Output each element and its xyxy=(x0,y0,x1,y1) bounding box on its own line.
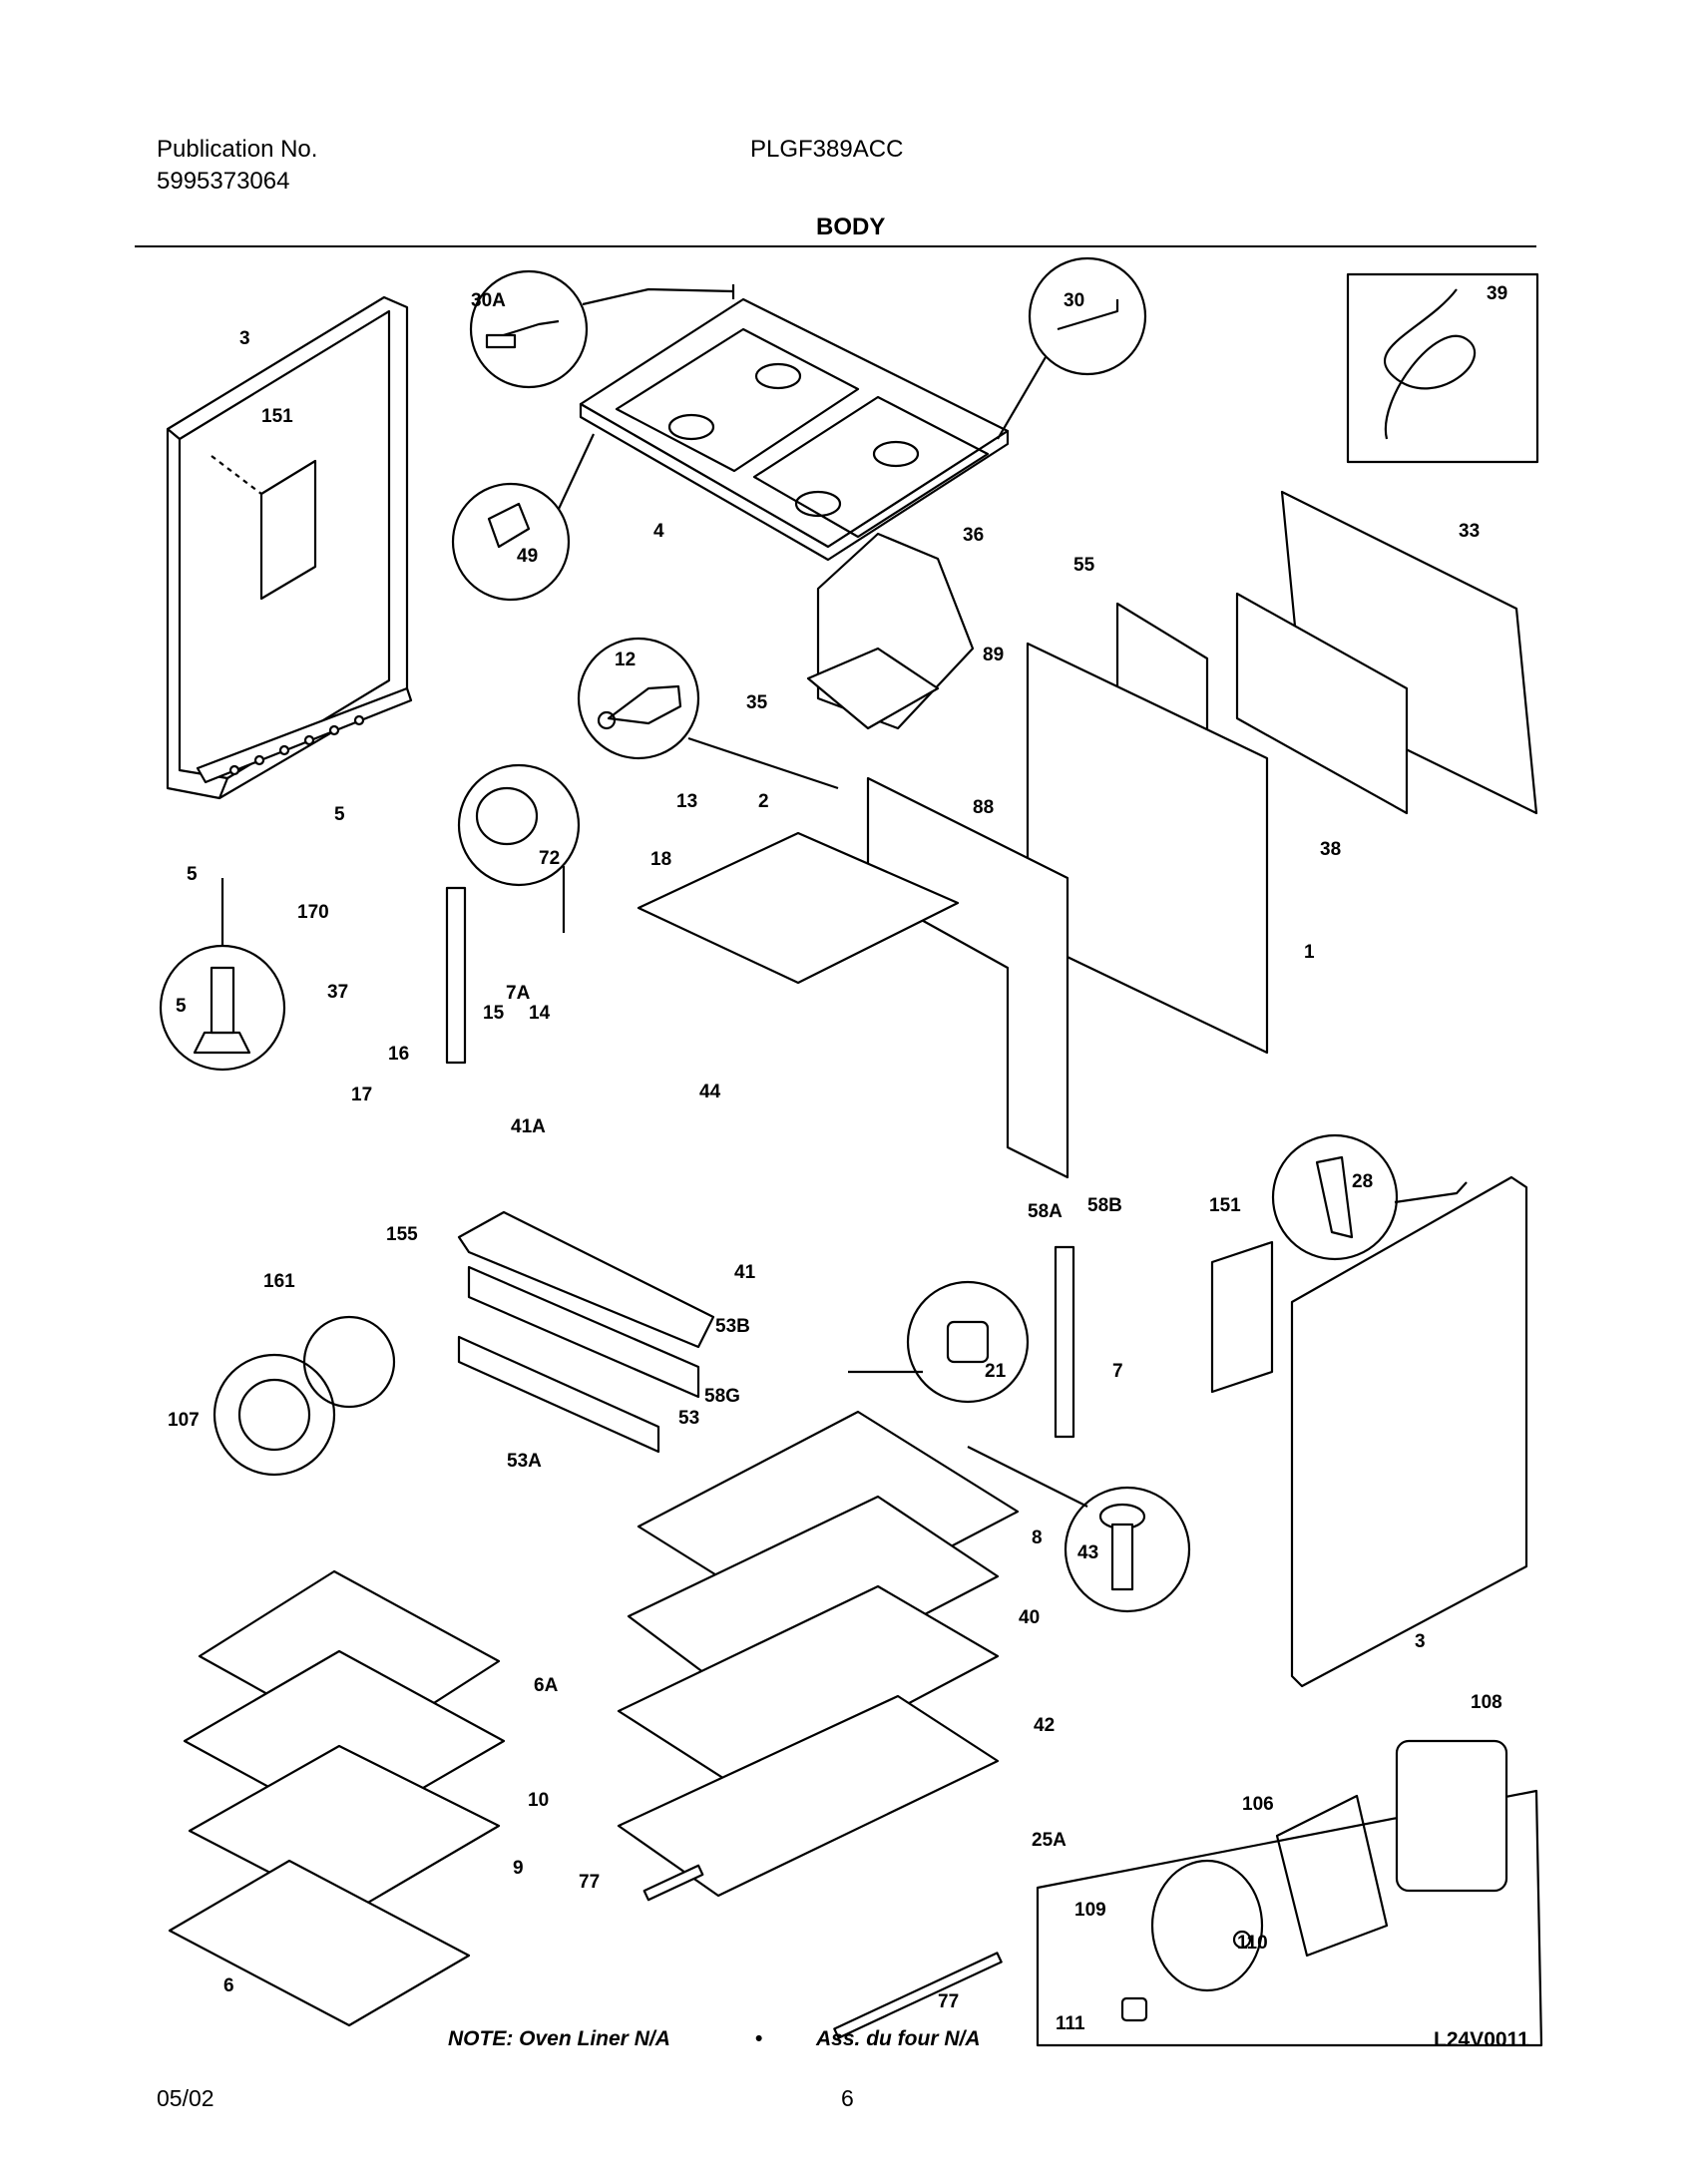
footer-date: 05/02 xyxy=(157,2085,214,2111)
section-title: BODY xyxy=(816,214,886,240)
power-cord-box xyxy=(1346,272,1539,464)
callout-14: 14 xyxy=(529,1003,551,1024)
cooktop-frame xyxy=(579,284,1010,562)
callout-circle-30 xyxy=(1028,256,1147,376)
callout-77-a: 77 xyxy=(579,1872,600,1893)
heat-shield xyxy=(1235,592,1409,815)
callout-41a: 41A xyxy=(511,1116,546,1137)
callout-33: 33 xyxy=(1459,521,1480,542)
callout-155: 155 xyxy=(386,1224,418,1245)
callout-89: 89 xyxy=(983,645,1004,665)
callout-7: 7 xyxy=(1112,1361,1123,1382)
header-rule xyxy=(135,245,1536,247)
callout-38: 38 xyxy=(1320,839,1341,860)
callout-106: 106 xyxy=(1242,1794,1274,1815)
side-panel-bracket-151b xyxy=(1210,1240,1274,1394)
callout-151-right: 151 xyxy=(1209,1195,1241,1216)
callout-111: 111 xyxy=(1056,2013,1085,2034)
callout-25a: 25A xyxy=(1032,1830,1067,1851)
callout-36: 36 xyxy=(963,525,984,546)
callout-88: 88 xyxy=(973,797,994,818)
note-bullet: • xyxy=(755,2027,763,2050)
callout-3-left: 3 xyxy=(239,328,250,349)
callout-161: 161 xyxy=(263,1271,295,1292)
callout-13: 13 xyxy=(676,791,697,812)
callout-35: 35 xyxy=(746,692,768,713)
callout-53a: 53A xyxy=(507,1451,542,1472)
fan-gasket xyxy=(302,1315,396,1409)
callout-5-b: 5 xyxy=(187,864,198,885)
callout-6a: 6A xyxy=(534,1675,559,1696)
callout-39: 39 xyxy=(1487,283,1507,304)
oven-rack xyxy=(168,1859,471,2027)
callout-53: 53 xyxy=(678,1408,699,1429)
callout-1: 1 xyxy=(1304,942,1315,963)
fan-blade xyxy=(1150,1859,1264,1992)
callout-12: 12 xyxy=(615,650,636,670)
callout-3-right: 3 xyxy=(1415,1631,1426,1652)
callout-circle-49 xyxy=(451,482,571,602)
callout-58a: 58A xyxy=(1028,1201,1063,1222)
callout-58g: 58G xyxy=(704,1386,740,1407)
callout-41: 41 xyxy=(734,1262,756,1283)
publication-label: Publication No. xyxy=(157,136,318,163)
side-panel-bracket-151 xyxy=(259,459,317,601)
right-side-panel xyxy=(1290,1175,1528,1688)
burner-box xyxy=(637,831,960,985)
back-wall xyxy=(1026,642,1269,1055)
callout-37: 37 xyxy=(327,982,348,1003)
callout-107: 107 xyxy=(168,1410,200,1431)
drawing-code: L24V0011 xyxy=(1434,2028,1529,2051)
callout-44: 44 xyxy=(699,1082,721,1102)
callout-42: 42 xyxy=(1034,1715,1055,1736)
callout-9: 9 xyxy=(513,1858,524,1879)
callout-28: 28 xyxy=(1352,1171,1373,1192)
convection-fan-cover xyxy=(213,1353,336,1477)
callout-55: 55 xyxy=(1073,555,1095,576)
footer-page-number: 6 xyxy=(841,2085,854,2111)
callout-labels: 30A 30 39 3 151 49 4 36 33 55 12 89 35 8… xyxy=(168,283,1507,2034)
callout-5-a: 5 xyxy=(334,804,345,825)
callout-6: 6 xyxy=(223,1975,234,1996)
callout-16: 16 xyxy=(388,1044,409,1065)
oven-liner-note: NOTE: Oven Liner N/A xyxy=(448,2027,670,2050)
fan-mount-plate xyxy=(1275,1794,1389,1958)
model-number: PLGF389ACC xyxy=(750,136,904,163)
callout-15: 15 xyxy=(483,1003,505,1024)
burner-baffle xyxy=(457,1335,660,1454)
callout-5-c: 5 xyxy=(176,996,187,1017)
callout-18: 18 xyxy=(650,849,671,870)
callout-10: 10 xyxy=(528,1790,549,1811)
callout-109: 109 xyxy=(1074,1900,1106,1921)
callout-108: 108 xyxy=(1471,1692,1502,1713)
callout-151-left: 151 xyxy=(261,406,293,427)
callout-17: 17 xyxy=(351,1085,372,1105)
callout-30: 30 xyxy=(1064,290,1084,311)
callout-4: 4 xyxy=(653,521,664,542)
callout-40: 40 xyxy=(1019,1607,1040,1628)
callout-8: 8 xyxy=(1032,1528,1043,1548)
callout-30a: 30A xyxy=(471,290,506,311)
callout-170: 170 xyxy=(297,902,329,923)
callout-77-b: 77 xyxy=(938,1991,959,2012)
callout-21: 21 xyxy=(985,1361,1007,1382)
callout-7a: 7A xyxy=(506,983,531,1004)
callout-58b: 58B xyxy=(1087,1195,1122,1216)
callout-2: 2 xyxy=(758,791,769,812)
callout-53b: 53B xyxy=(715,1316,750,1337)
callout-110: 110 xyxy=(1237,1933,1268,1954)
callout-circle-30a xyxy=(469,269,589,389)
callout-43: 43 xyxy=(1077,1542,1098,1563)
assembly-note: Ass. du four N/A xyxy=(816,2027,981,2050)
broil-burner xyxy=(467,1265,700,1399)
callout-49: 49 xyxy=(517,546,538,567)
publication-number: 5995373064 xyxy=(157,168,290,195)
left-side-panel xyxy=(166,295,413,800)
slide-left xyxy=(445,886,467,1065)
slide-right xyxy=(1054,1245,1075,1439)
fan-motor xyxy=(1395,1739,1508,1893)
callout-72: 72 xyxy=(539,848,560,869)
